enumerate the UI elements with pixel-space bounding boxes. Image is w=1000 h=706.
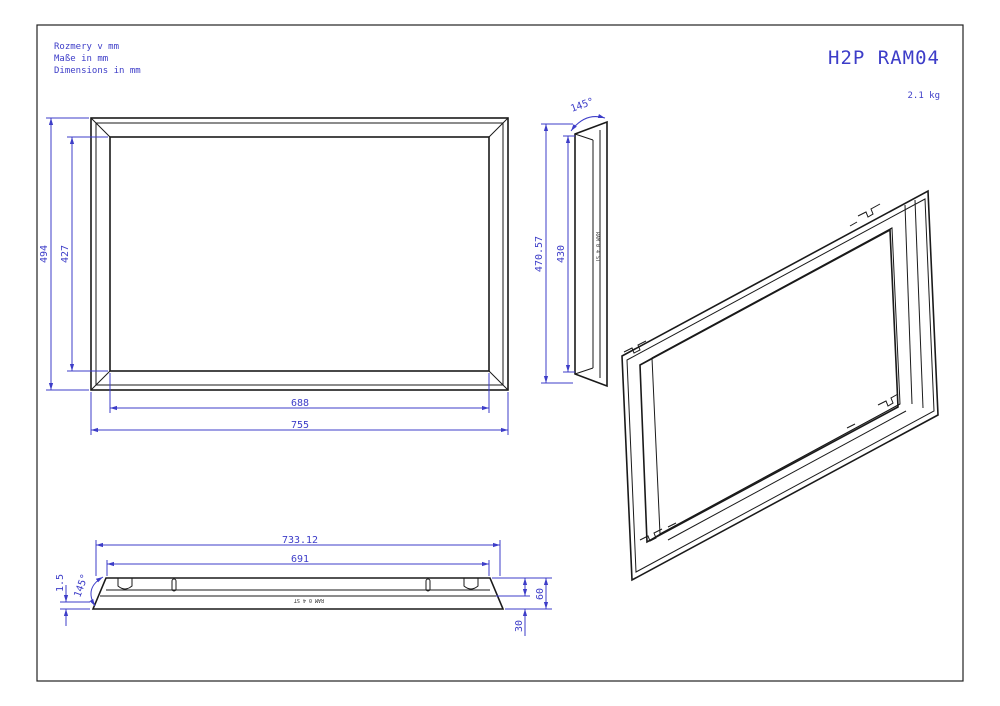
front-dimensions: 494 427 688 755 [39,117,509,435]
bottom-dimensions: 733.12 691 1.5 145° 60 30 [55,535,552,636]
dim-label-height-outer: 494 [39,245,50,263]
iso-tab [623,340,647,354]
side-dim-label-outer: 470.57 [534,236,545,272]
bottom-view: RAM 0 4 ST [91,577,505,610]
iso-opening [639,228,899,544]
bottom-thickness-label: 1.5 [55,574,66,592]
front-corner-line [90,370,111,391]
units-note-de: Maße in mm [54,54,108,64]
bottom-stamp: RAM 0 4 ST [294,597,324,603]
dim-label-width-inner: 688 [291,398,309,409]
bottom-notch [463,578,479,590]
sheet-border [36,24,964,682]
units-note-sk: Rozmery v mm [54,42,119,52]
iso-tab [877,393,899,407]
front-outer-edge [90,117,509,391]
dim-label-height-inner: 427 [60,245,71,263]
drawing-weight: 2.1 kg [907,91,940,101]
side-angle-label: 145° [569,96,595,115]
side-profile [574,120,608,388]
drawing-title: H2P RAM04 [828,47,940,69]
front-corner-line [90,117,111,138]
bottom-slot [171,578,177,592]
front-view [90,117,509,391]
bottom-angle-arc [89,576,104,607]
bottom-dim-label-height: 60 [535,588,546,600]
iso-flange-outer [621,189,939,582]
bottom-notch [117,578,133,590]
bottom-dim-label-depth: 30 [514,620,525,632]
units-note-en: Dimensions in mm [54,66,141,76]
dim-label-width-outer: 755 [291,420,309,431]
bottom-angle-label: 145° [72,573,91,599]
front-corner-line [488,370,509,391]
units-note: Rozmery v mm Maße in mm Dimensions in mm [54,42,141,76]
bottom-dim-label-outer: 733.12 [282,535,318,546]
isometric-view [621,189,939,582]
side-view: RAM 0 4 ST [574,120,608,388]
iso-tab [857,203,881,218]
front-corner-line [488,117,509,138]
bottom-dim-label-inner: 691 [291,554,309,565]
side-stamp: RAM 0 4 ST [594,232,600,262]
bottom-slot [425,578,431,592]
front-inner-edge [109,136,490,372]
side-angle-arc [570,113,606,132]
front-outer-edge-inner [95,122,504,386]
bottom-profile [91,577,505,610]
iso-tab [639,528,663,542]
side-dim-label-inner: 430 [556,245,567,263]
